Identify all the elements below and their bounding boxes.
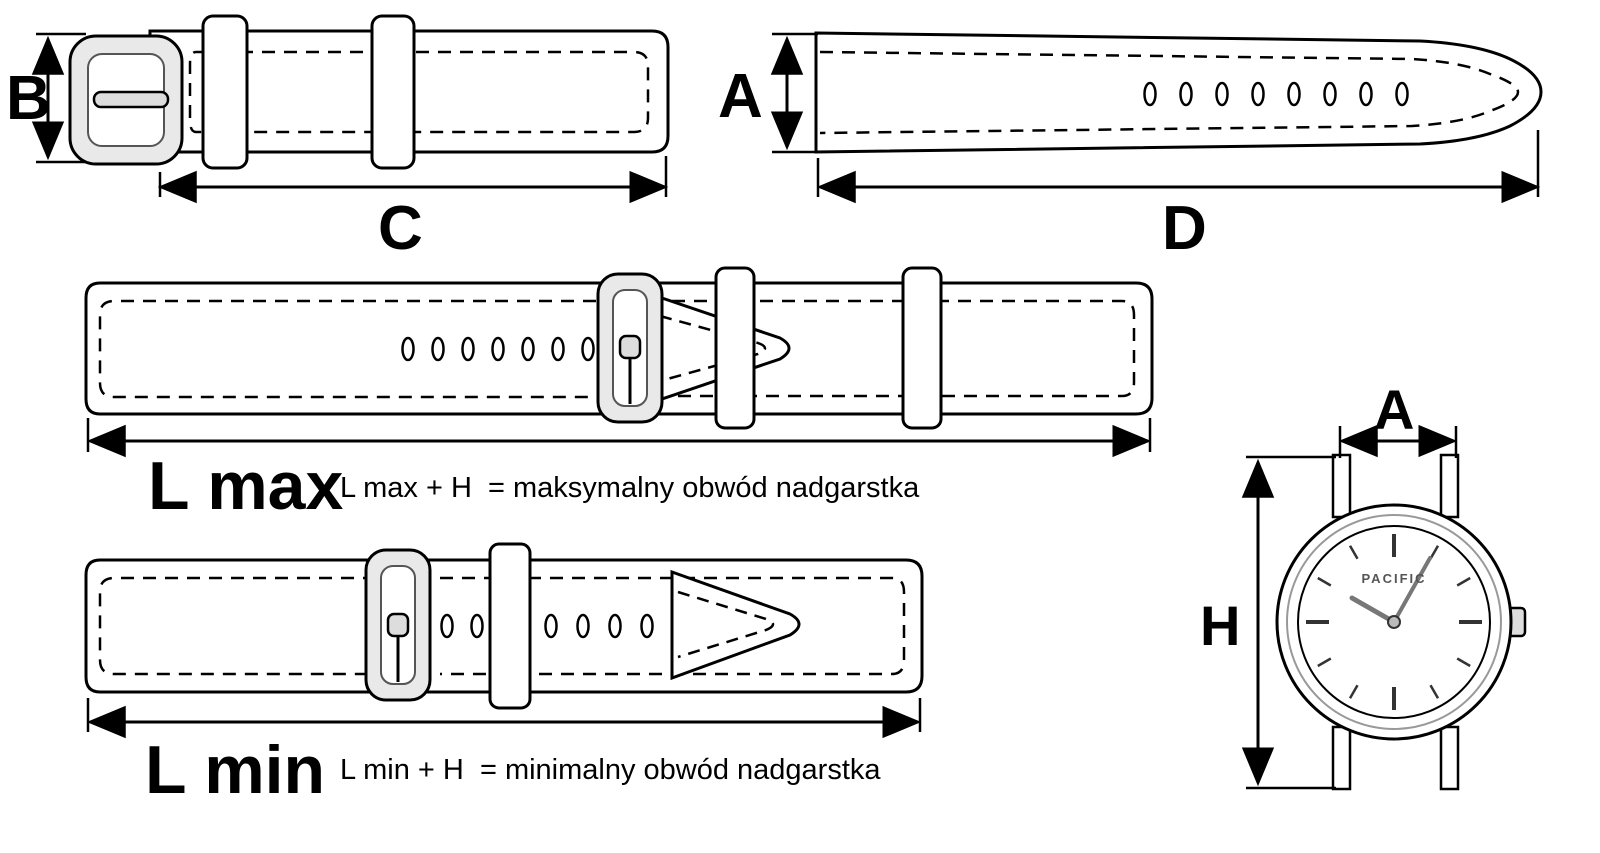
strap-body — [814, 31, 1543, 154]
left-strap-body — [84, 281, 622, 416]
long-strap-piece — [814, 31, 1543, 154]
hour-hand — [1349, 595, 1397, 625]
buckle-prong — [92, 90, 170, 109]
stitching — [819, 50, 1520, 135]
strap-holes — [401, 336, 595, 362]
strap-lmin-assembly — [84, 542, 924, 710]
dimension-c-arrow — [157, 156, 669, 204]
keeper-2 — [901, 266, 943, 430]
strap-lmax-assembly — [84, 266, 1154, 430]
left-stitching — [98, 299, 618, 399]
fixed-keeper — [201, 14, 249, 170]
dim-label-b: B — [6, 64, 51, 133]
dimension-a-strap-arrow — [770, 32, 818, 154]
dim-label-a-strap: A — [718, 62, 763, 131]
left-stitching — [98, 576, 398, 676]
watch-brand-text: PACIFIC — [1361, 571, 1427, 586]
watch-hands — [1349, 556, 1432, 625]
dim-label-d: D — [1162, 194, 1207, 263]
dimension-lmin-arrow — [86, 698, 922, 739]
watch-lugs — [1331, 453, 1460, 791]
keeper-1 — [488, 542, 532, 710]
dimension-b-arrow — [31, 32, 86, 164]
strap-tip — [670, 569, 801, 681]
right-stitching — [440, 576, 906, 676]
keeper-1 — [714, 266, 756, 430]
dimension-a-watch-arrow — [1338, 424, 1458, 458]
left-strap-body — [84, 558, 402, 694]
lmax-formula-text: L max + H = maksymalny obwód nadgarstka — [340, 472, 920, 504]
strap-holes — [1143, 81, 1409, 107]
dim-label-a-watch: A — [1374, 378, 1415, 441]
minute-hand — [1392, 556, 1432, 624]
dim-label-lmax: L max — [148, 448, 344, 524]
strap-tip-stitching — [677, 590, 775, 659]
buckle-prong — [386, 612, 410, 638]
right-strap-body — [408, 558, 924, 694]
dim-label-c: C — [378, 194, 423, 263]
dim-label-h: H — [1200, 594, 1241, 657]
buckle-prong — [618, 334, 642, 360]
strap-holes — [440, 613, 654, 639]
dimension-lmax-arrow — [86, 418, 1152, 458]
watch-drawing — [1275, 453, 1527, 791]
watch-center-pin — [1387, 615, 1401, 629]
stitching — [188, 50, 650, 134]
dimension-d-arrow — [816, 130, 1541, 204]
strap-tip-stitching — [659, 314, 767, 383]
dimension-h-arrow — [1241, 455, 1336, 790]
dim-label-lmin: L min — [145, 732, 326, 808]
watch-hour-markers — [1306, 534, 1482, 710]
lmin-formula-text: L min + H = minimalny obwód nadgarstka — [340, 754, 881, 786]
buckle-strap-piece — [68, 14, 670, 170]
right-strap-body — [638, 281, 1154, 416]
right-stitching — [672, 299, 1136, 398]
floating-keeper — [370, 14, 416, 170]
